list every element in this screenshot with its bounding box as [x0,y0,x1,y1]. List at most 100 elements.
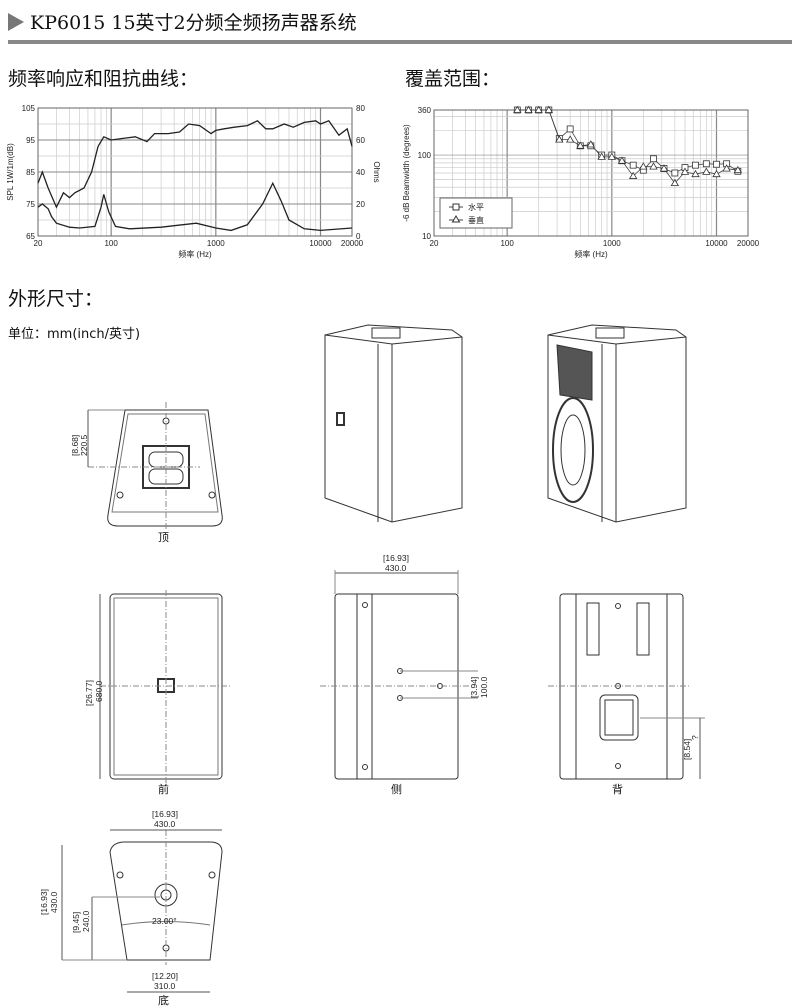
legend-label: 垂直 [468,215,484,225]
data-point-triangle [544,105,554,113]
data-point-square [566,125,574,133]
data-point-triangle [691,169,700,178]
data-point-triangle [712,169,721,178]
dim-side-hole-in: [3.94] [469,677,479,698]
data-point-square [629,161,637,169]
unit-note: 单位：mm(inch/英寸) [8,327,141,342]
data-point-triangle [576,141,585,149]
data-point-triangle [702,167,711,175]
y-tick-label: 10 [422,232,431,241]
plot-frame [37,107,353,237]
view-label-bottom: 底 [158,993,169,1007]
dim-bottom-depth-in: [16.93] [39,889,49,915]
y-right-tick-label: 0 [356,232,361,241]
legend-label: 水平 [468,202,484,212]
title-divider [8,40,792,44]
x-tick-label: 1000 [207,239,225,248]
title-text: KP6015 15英寸2分频全频扬声器系统 [30,12,357,34]
x-tick-label: 1000 [603,239,621,248]
data-point-square [650,155,657,163]
legend-square-icon [452,203,460,211]
x-axis-label: 频率 (Hz) [178,249,212,259]
triangle-bullet-icon [8,12,24,31]
x-axis-label: 频率 (Hz) [574,249,608,259]
series-line-impedance [37,181,353,232]
dim-bottom-width-in: [16.93] [152,809,178,819]
dim-bottom-back-in: [12.20] [152,971,178,981]
y-tick-label: 85 [26,168,35,177]
data-point-triangle [565,135,575,143]
view-label-side: 侧 [391,783,402,796]
data-point-triangle [680,167,690,175]
data-point-triangle [639,162,648,170]
data-point-triangle [607,152,617,160]
data-point-square [671,169,679,177]
dim-top-depth-in: [8.68] [70,435,80,456]
data-point-square [702,160,710,168]
y-right-tick-label: 60 [356,136,365,145]
x-tick-label: 20 [34,239,43,248]
dim-bottom-mount-in: [9.45] [71,912,81,933]
series-line [517,109,738,184]
dim-back-mm: ? [690,735,700,740]
beamwidth-chart: 20 100 1000 10000 20000 10 100 360 频率 (Hz) -6 dB … [402,105,760,259]
legend-triangle-icon [451,215,461,223]
y-tick-label: 360 [418,106,432,115]
series-line-spl [37,120,353,209]
plot-frame [433,109,749,237]
data-point-triangle [628,171,638,179]
y-tick-label: 100 [418,151,432,160]
y-axis-label: SPL 1W/1m(dB) [6,143,15,201]
y-right-tick-label: 20 [356,200,365,209]
y-tick-label: 65 [26,232,35,241]
x-tick-label: 20 [430,239,439,248]
data-point-triangle [733,165,743,174]
x-tick-label: 20000 [341,239,364,248]
data-point-triangle [722,164,731,172]
heading-response: 频率响应和阻抗曲线： [8,68,199,90]
dim-bottom-width-mm: 430.0 [154,819,176,829]
data-point-square [692,161,699,169]
frequency-response-chart: 20 100 1000 10000 20000 65 75 85 95 105 频率 (Hz) SPL… [6,104,381,259]
x-tick-label: 20000 [737,239,760,248]
data-point-triangle [670,178,680,187]
dim-bottom-angle: 23.00° [152,916,177,926]
data-point-triangle [524,105,533,113]
data-point-triangle [649,162,658,170]
data-point-triangle [555,135,564,143]
data-point-triangle [534,105,543,113]
heading-coverage: 覆盖范围： [405,68,501,90]
legend-box [439,197,513,229]
view-label-back: 背 [612,782,623,796]
view-label-top: 顶 [158,531,169,544]
dim-top-depth-mm: 220.5 [79,434,89,456]
dim-side-width-mm: 430.0 [385,563,407,573]
x-tick-label: 10000 [705,239,728,248]
data-point-triangle [586,140,596,148]
y-right-tick-label: 80 [356,104,365,113]
y-axis-label: -6 dB Beamwidth (degrees) [402,124,411,222]
dim-bottom-mount-mm: 240.0 [81,910,91,932]
data-point-triangle [597,152,606,160]
view-label-front: 前 [158,782,169,796]
data-point-square [713,160,720,168]
x-tick-label: 100 [500,239,514,248]
x-tick-label: 10000 [309,239,332,248]
page-title: KP6015 15英寸2分频全频扬声器系统 [8,8,357,35]
dim-front-height-mm: 680.0 [94,680,104,702]
y-tick-label: 105 [22,104,36,113]
y-tick-label: 95 [26,136,35,145]
dim-bottom-back-mm: 310.0 [154,981,176,991]
x-tick-label: 100 [104,239,118,248]
dim-bottom-depth-mm: 430.0 [49,891,59,913]
data-point-triangle [513,105,522,113]
data-point-triangle [617,156,627,164]
heading-dimensions: 外形尺寸： [8,288,104,310]
y-tick-label: 75 [26,200,35,209]
dim-back-in: [8.54] [682,739,692,760]
y-right-tick-label: 40 [356,168,365,177]
